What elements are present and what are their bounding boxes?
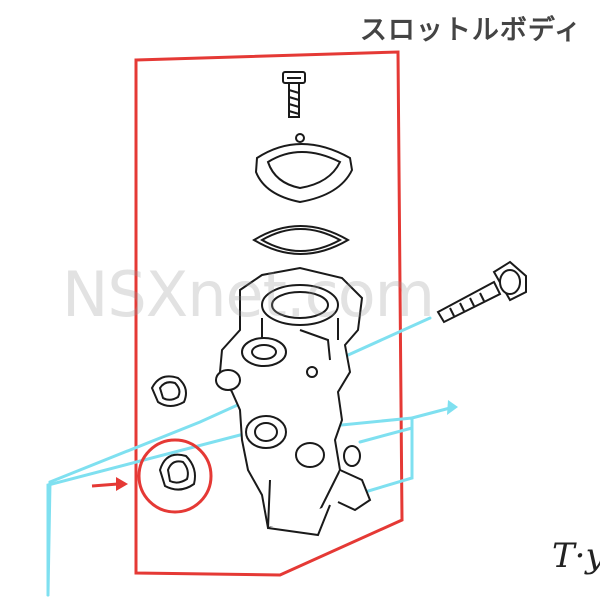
- highlight-circle: [137, 438, 213, 514]
- author-signature: T·y: [552, 536, 600, 576]
- watermark-text: NSXnet.com: [62, 258, 435, 331]
- pointer-arrow: [91, 477, 128, 491]
- diagram-title: スロットルボディ: [359, 15, 582, 46]
- small-gasket: [150, 375, 187, 407]
- cable-route-right: [410, 406, 452, 420]
- cable-arrow-head: [447, 400, 458, 415]
- mounting-screw: [282, 71, 306, 118]
- cable-route-mid: [358, 426, 414, 444]
- throttle-body: [215, 266, 372, 537]
- adjusting-bolt: [436, 260, 527, 324]
- cover-gasket: [252, 225, 350, 255]
- assembly-frame: [134, 50, 404, 577]
- highlighted-gasket: [158, 453, 196, 491]
- top-cover: [254, 133, 354, 204]
